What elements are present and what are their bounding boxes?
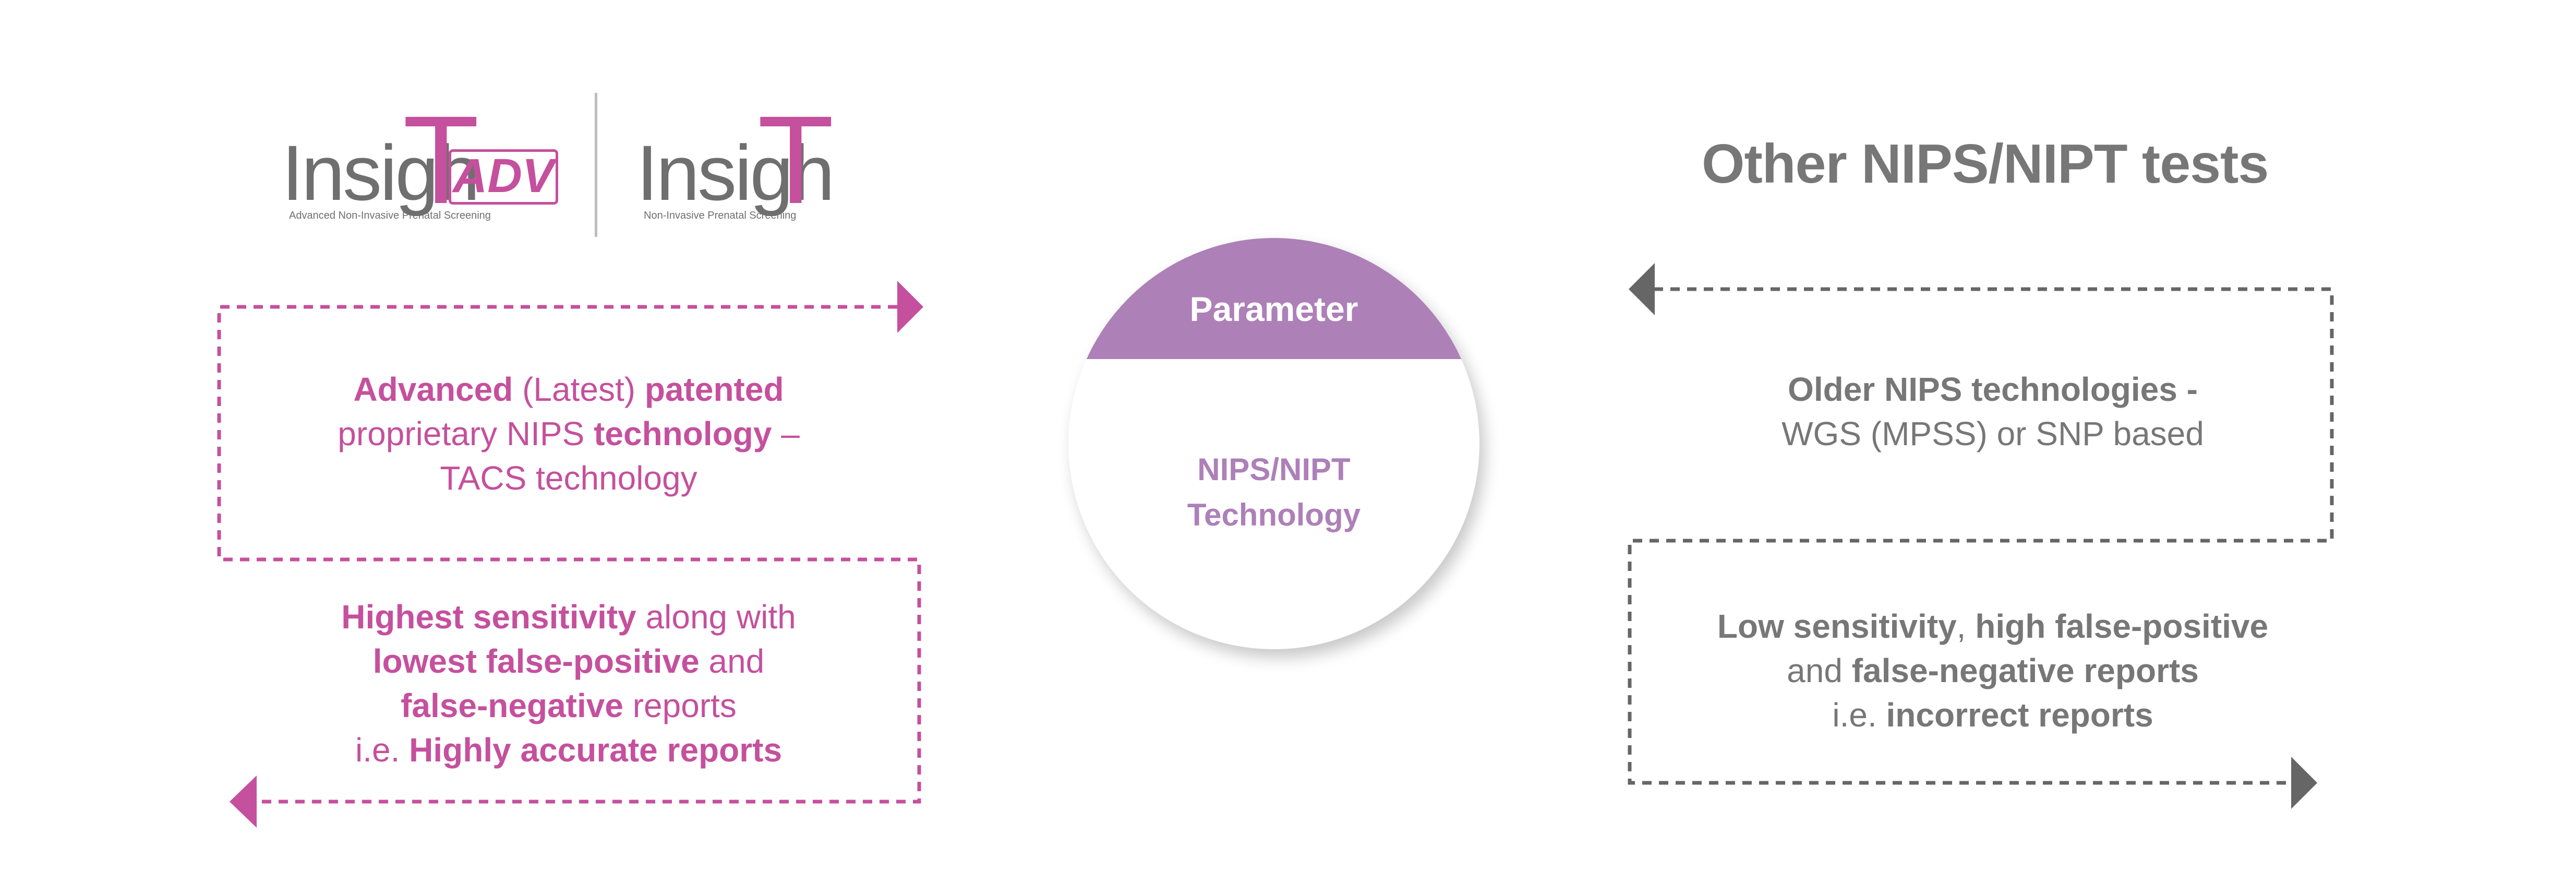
logo-standard-subtitle: Non-Invasive Prenatal Screening <box>644 210 797 221</box>
parameter-label: Parameter <box>1189 290 1358 328</box>
insight-technology-text: Advanced (Latest) patented proprietary N… <box>240 367 897 500</box>
insight-adv-logo: Insigh T ADV Advanced Non-Invasive Prena… <box>282 97 574 224</box>
insight-accuracy-line4: i.e. Highly accurate reports <box>355 731 783 769</box>
parameter-cap <box>1068 238 1479 359</box>
logo-standard-letter: T <box>757 90 834 230</box>
insight-technology-line3: TACS technology <box>440 459 697 497</box>
right-arrowhead-right <box>2291 757 2317 809</box>
parameter-value: NIPS/NIPT Technology <box>1068 447 1479 538</box>
insight-accuracy-line1: Highest sensitivity along with <box>341 598 796 636</box>
parameter-value-line2: Technology <box>1187 497 1361 532</box>
logo-standard-word: Insigh <box>636 129 835 217</box>
right-arrowhead-left <box>1629 263 1655 315</box>
parameter-value-line1: NIPS/NIPT <box>1197 452 1351 487</box>
logo-adv-badge: ADV <box>449 149 558 205</box>
other-accuracy-text: Low sensitivity, high false-positive and… <box>1669 604 2316 737</box>
insight-accuracy-line3: false-negative reports <box>401 687 737 725</box>
logo-adv-subtitle: Advanced Non-Invasive Prenatal Screening <box>289 210 491 221</box>
left-arrowhead-left <box>230 776 257 828</box>
left-arrowhead-right <box>897 281 923 333</box>
other-technology-text: Older NIPS technologies - WGS (MPSS) or … <box>1669 367 2316 456</box>
other-accuracy-line1: Low sensitivity, high false-positive <box>1717 607 2269 645</box>
insight-logo: Insigh T Non-Invasive Prenatal Screening <box>636 97 835 224</box>
logo-adv-word: Insigh <box>282 129 480 217</box>
other-accuracy-line3: i.e. incorrect reports <box>1832 696 2153 734</box>
other-technology-line1: Older NIPS technologies - <box>1788 371 2198 408</box>
insight-accuracy-line2: lowest false-positive and <box>372 642 765 681</box>
insight-accuracy-text: Highest sensitivity along with lowest fa… <box>240 595 897 772</box>
other-accuracy-line2: and false-negative reports <box>1787 652 2199 690</box>
logo-adv-letter: T <box>403 90 479 230</box>
insight-technology-line2: proprietary NIPS technology – <box>338 415 800 453</box>
parameter-circle: Parameter NIPS/NIPT Technology <box>1068 238 1479 649</box>
other-technology-line2: WGS (MPSS) or SNP based <box>1781 415 2204 453</box>
other-tests-title: Other NIPS/NIPT tests <box>1702 133 2269 195</box>
insight-technology-line1: Advanced (Latest) patented <box>353 371 784 408</box>
logo-divider <box>595 93 597 237</box>
